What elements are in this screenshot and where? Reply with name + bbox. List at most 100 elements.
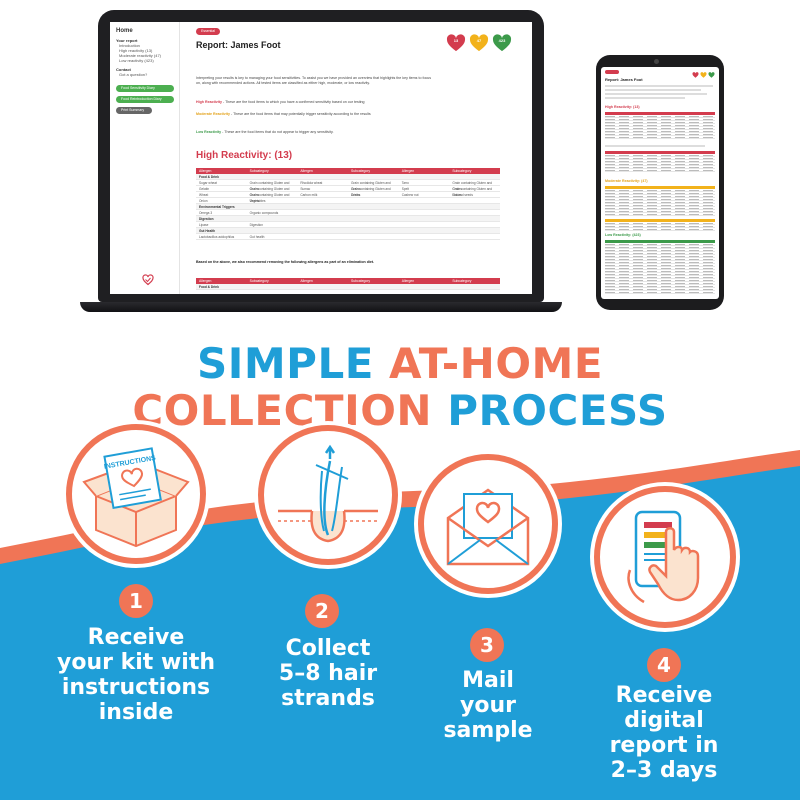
phone-low-heading: Low Reactivity: (423) [605,233,641,237]
step-4-line: digital [624,708,704,733]
table-cell [297,222,348,227]
table-cell [348,222,399,227]
table-cell: Onion [199,199,208,203]
step-3-number: 3 [470,628,504,662]
phone-high-heart-icon [692,72,699,78]
step-2-text: Collect 5–8 hair strands [238,636,418,711]
table-cell: Grain containing Gluten and Grains [249,181,290,191]
sidebar-item-high[interactable]: High reactivity (13) [119,48,153,53]
phone-moderate-heart-icon [700,72,707,78]
column-header: Subcategory [351,279,371,283]
low-count: 423 [498,38,506,43]
report-main: Essential Report: James Foot 13 47 423 [188,22,524,294]
table-cell: Food & Drink [199,285,220,289]
sidebar-question[interactable]: Got a question? [119,72,148,77]
sidebar-item-low[interactable]: Low reactivity (423) [119,58,154,63]
phone-high-heading: High Reactivity: (13) [605,105,640,109]
phone-text-line [605,93,707,95]
step-2-line: strands [281,686,375,711]
report-title: Report: James Foot [196,40,281,50]
moderate-count-heart-icon: 47 [469,34,489,52]
table-cell [297,234,348,239]
column-header: Subcategory [351,169,371,173]
table-cell: Sugar wheat [199,181,217,185]
table-cell: Vegetables [249,199,266,203]
phone-text-line [605,145,705,147]
column-header: Allergen [199,169,212,173]
table-cell [399,210,450,215]
table-cell: Grain containing Gluten and Grains [452,187,493,197]
table-cell: Lactobacillus acidophilus [199,235,235,239]
low-reactivity-definition: Low Reactivity - These are the food item… [196,130,436,135]
sidebar-your-report[interactable]: Your report [116,38,138,43]
step-2-line: Collect [285,636,371,661]
sidebar-contact[interactable]: Contact [116,67,131,72]
step-2-number: 2 [305,594,339,628]
low-reactivity-desc: - These are the food items that do not a… [221,130,334,134]
table-cell [399,198,450,203]
heart-logo-icon [142,274,154,286]
table-cell: Environmental Triggers [199,205,235,209]
table-group-row: Food & Drink [196,284,500,290]
table-cell [449,198,500,203]
table-cell: Wheat [199,193,209,197]
step-2-circle [258,425,398,565]
table-cell: Lipase [199,223,209,227]
hair-follicle-icon [278,444,378,543]
phone-moderate-heading: Moderate Reactivity: (47) [605,179,648,183]
laptop-lid: Home Your report Introduction High react… [98,10,544,302]
moderate-count: 47 [476,38,482,43]
sidebar-item-introduction[interactable]: Introduction [119,43,140,48]
headline: SIMPLE AT-HOME COLLECTION PROCESS [0,340,800,434]
table-cell: Organic compounds [249,211,279,215]
envelope-icon [446,488,530,566]
report-sidebar: Home Your report Introduction High react… [110,22,180,294]
food-sensitivity-diary-button[interactable]: Food Sensitivity Diary [116,85,174,92]
phone-moderate-rows-2 [605,222,715,231]
sidebar-home[interactable]: Home [116,28,133,34]
moderate-reactivity-desc: - These are the food items that may pote… [229,112,371,116]
headline-line-2: COLLECTION PROCESS [0,387,800,434]
table-row: Sugar wheat Grain containing Gluten and G… [196,180,500,191]
column-header: Allergen [199,279,212,283]
column-header: Subcategory [249,279,269,283]
column-header: Allergen [401,169,415,173]
table-cell: Spelt [401,187,409,191]
phone-moderate-table-header-2 [605,219,715,222]
table-cell: Drinks [351,193,361,197]
table-cell: Carbon milk [300,193,318,197]
headline-collection: COLLECTION [132,386,433,435]
sidebar-item-moderate[interactable]: Moderate reactivity (47) [119,53,162,58]
table-cell: Food & Drink [199,175,220,179]
table-cell [348,210,399,215]
high-reactivity-heading: High Reactivity: (13) [196,150,293,161]
step-1-circle: INSTRUCTIONS [66,424,206,564]
table-cell [449,234,500,239]
print-summary-button[interactable]: Print Summary [116,107,152,114]
table-group-row: Environmental Triggers [196,204,500,210]
reactivity-hearts: 13 47 423 [446,34,512,52]
high-reactivity-desc: - These are the food items to which you … [221,100,365,104]
step-1-text: Receive your kit with instructions insid… [46,625,226,725]
table-cell: Grain containing Gluten and Grains [249,187,290,197]
table-cell: Omega 3 [199,211,213,215]
table-row: Omega 3 Organic compounds [196,210,500,216]
headline-process: PROCESS [447,386,668,435]
table-cell [297,210,348,215]
step-1-line: instructions [61,675,211,700]
phone-high-table-header [605,112,715,115]
table-cell: Grain containing Gluten and Grains [249,193,290,203]
table-cell: Grain containing Gluten and Grains [452,181,493,191]
table-cell: Digestion [249,223,263,227]
low-reactivity-label: Low Reactivity [196,130,222,134]
step-3-line: your [460,693,516,718]
column-header: Allergen [300,279,313,283]
food-reintroduction-diary-button[interactable]: Food Reintroduction Diary [116,96,174,103]
headline-simple: SIMPLE [196,339,374,388]
phone-report-icon [627,510,700,604]
intro-paragraph: Interpreting your results is key to mana… [196,76,432,85]
step-1-line: inside [98,700,174,725]
